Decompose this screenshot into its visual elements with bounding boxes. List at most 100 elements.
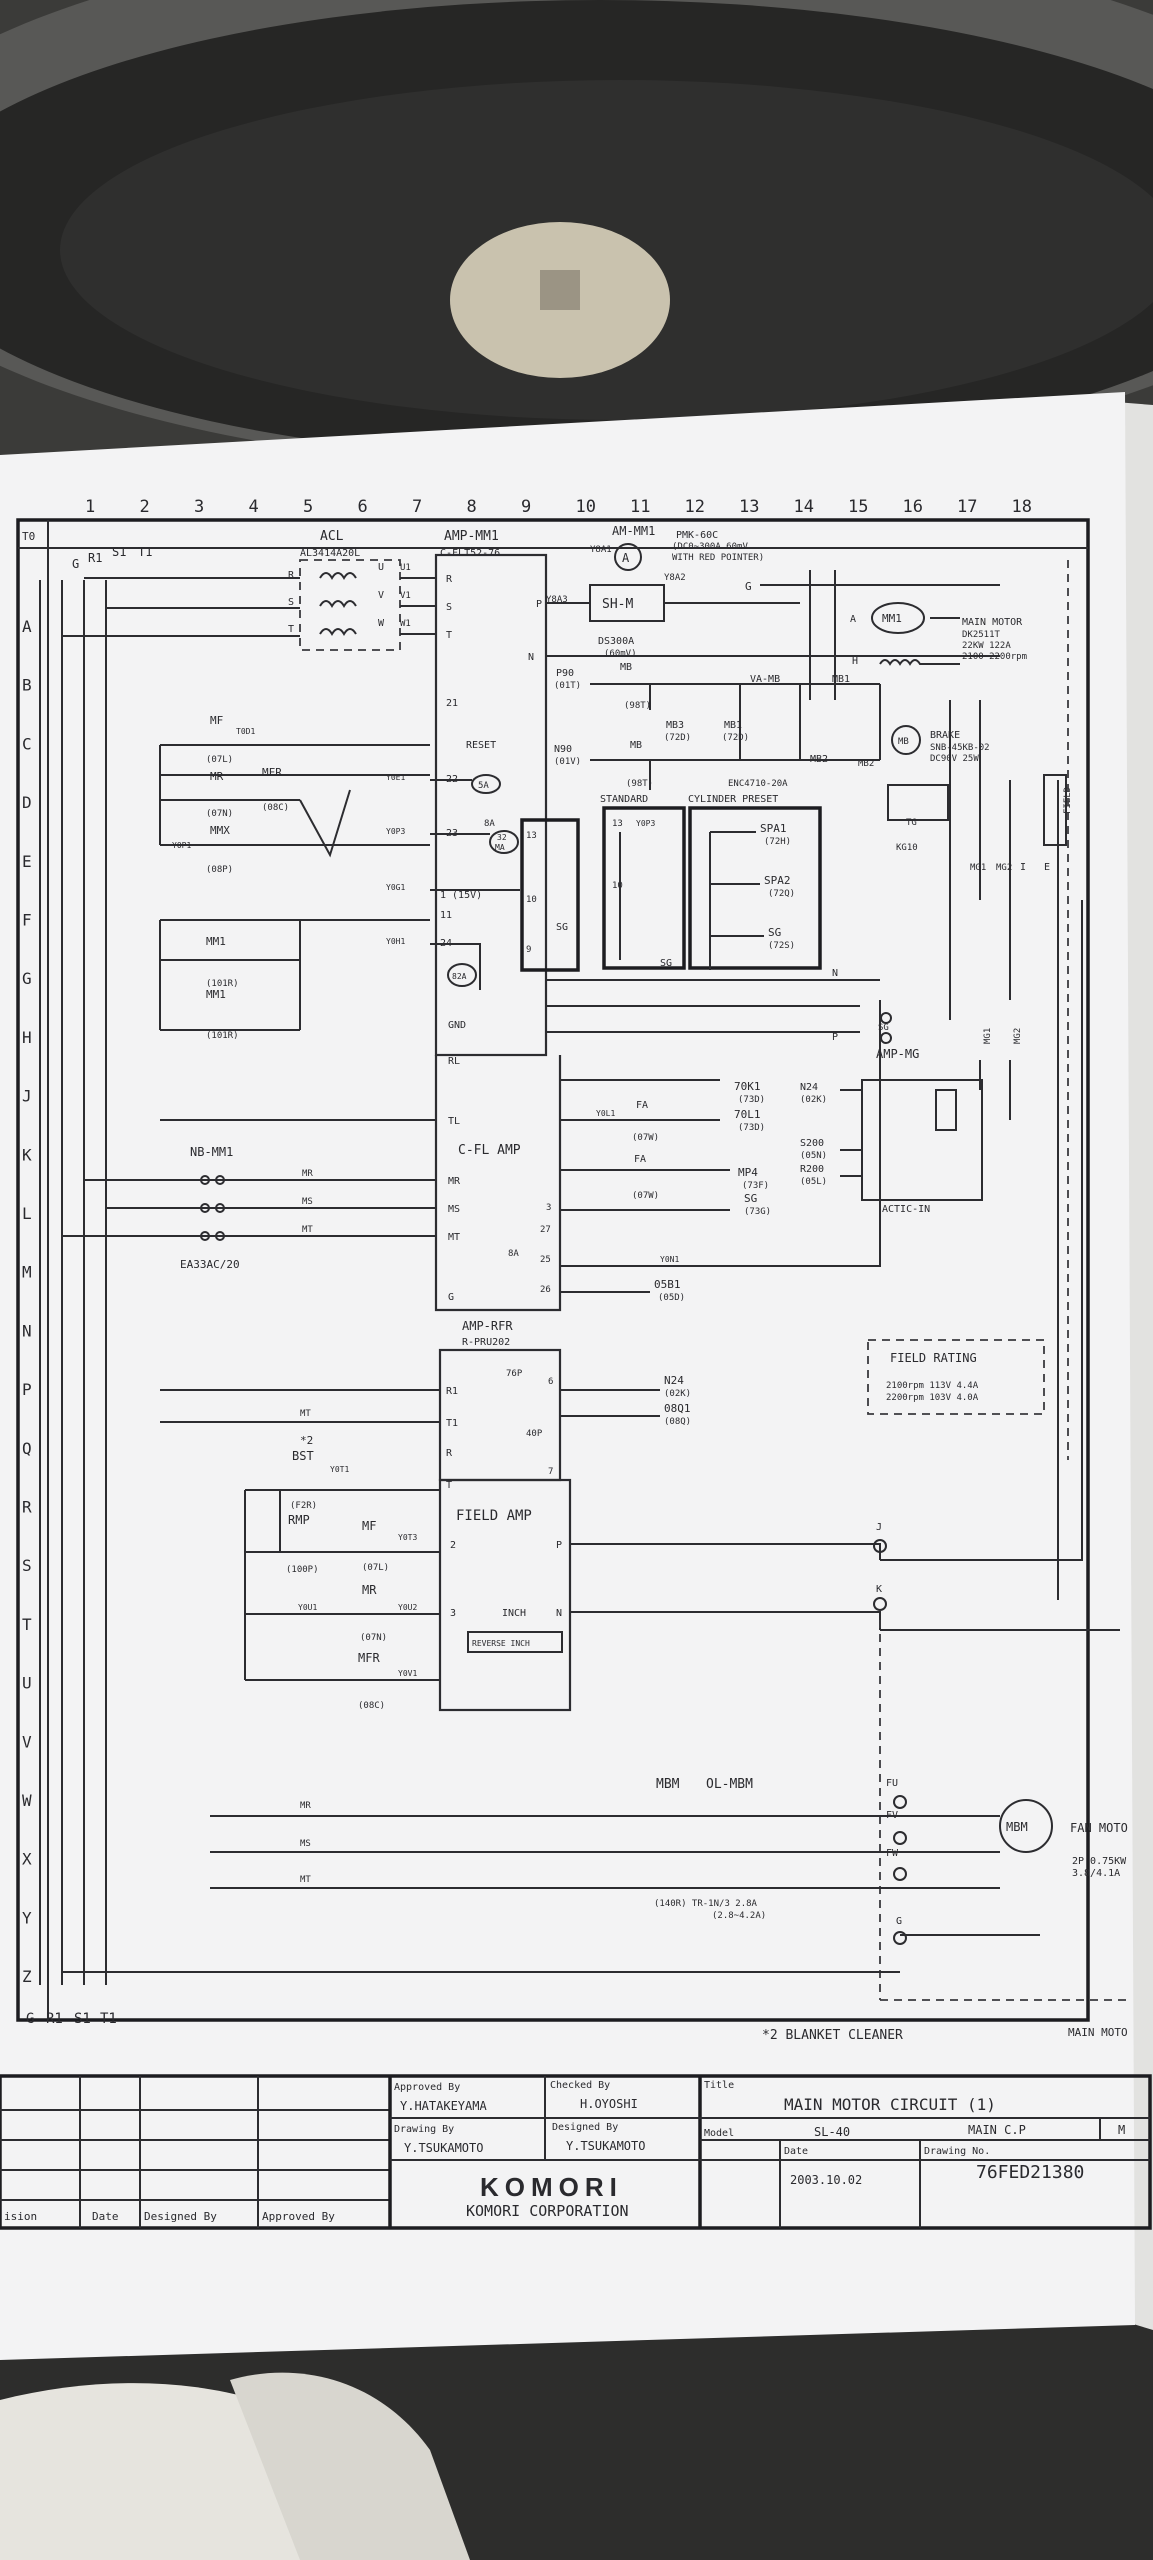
ds300a: DS300A <box>598 636 634 647</box>
row-letter: Q <box>22 1439 32 1458</box>
mr-contact: MR <box>210 770 224 783</box>
row-letter: H <box>22 1028 32 1047</box>
n90: N90 <box>554 744 572 755</box>
fan-motor-icon <box>999 1799 1053 1853</box>
mf-sub: (07L) <box>206 755 233 765</box>
out-26: 26 <box>540 1285 551 1295</box>
cfl-mr: MR <box>448 1176 461 1187</box>
amp-mg-mg1: MG1 <box>983 1028 993 1044</box>
rfr-08q1-sub: (08Q) <box>664 1417 691 1427</box>
std-10: 10 <box>612 881 623 891</box>
cfl-title: C-FL AMP <box>458 1143 521 1158</box>
rev-header-ision: ision <box>4 2210 37 2223</box>
model: SL-40 <box>814 2125 850 2139</box>
nb-ms: MS <box>302 1197 313 1207</box>
column-number: 9 <box>521 497 531 517</box>
main-motor-icon <box>871 602 925 634</box>
amp-mg-n24-sub: (02K) <box>800 1095 827 1105</box>
amp-mm1-t: T <box>446 630 452 641</box>
fan-g: G <box>896 1916 902 1927</box>
amp-mm1-part: C-FLT52-76 <box>440 548 500 559</box>
fc-bst-t: Y0T1 <box>330 1465 349 1474</box>
approved-by: Y.HATAKEYAMA <box>400 2099 487 2113</box>
mr-sub: (07N) <box>206 809 233 819</box>
brake-symbol: MB <box>898 737 909 747</box>
inner-sg: SG <box>556 922 568 933</box>
fan-line1: FAN MOTO <box>1070 1821 1128 1835</box>
acl-out-u: U <box>378 562 384 573</box>
field-rating-line2: 2200rpm 103V 4.0A <box>886 1393 979 1403</box>
fan-tr: (140R) TR-1N/3 2.8A <box>654 1899 758 1909</box>
o70k1: 70K1 <box>734 1080 761 1093</box>
column-number: 4 <box>249 497 259 517</box>
field-amp-3: 3 <box>450 1608 456 1619</box>
term-21: 21 <box>446 698 458 709</box>
motor-term-a: A <box>850 614 856 625</box>
standard-box <box>602 806 686 970</box>
tg-box <box>887 784 949 821</box>
5a-label: 5A <box>478 781 489 791</box>
y0l1: Y0L1 <box>596 1109 615 1118</box>
mb2c: MB2 <box>858 759 874 769</box>
nb-mt: MT <box>302 1225 313 1235</box>
hub-slot <box>540 270 580 310</box>
fan-fu: FU <box>886 1778 898 1789</box>
field-amp-inch: INCH <box>502 1608 526 1619</box>
mb3-sub: (72D) <box>664 733 691 743</box>
brake-line2: SNB-45KB-02 <box>930 743 990 753</box>
pmk-line2: (DC0~300A 60mV <box>672 542 748 552</box>
acl-out-v1: V1 <box>400 591 411 601</box>
drawing-by: Y.TSUKAMOTO <box>404 2141 483 2155</box>
corner-note: MAIN MOTO <box>1068 2026 1128 2039</box>
fc-rmp: RMP <box>288 1513 310 1527</box>
field-amp-p: P <box>556 1540 562 1551</box>
term-11: 11 <box>440 910 452 921</box>
fc-mr: MR <box>362 1583 377 1597</box>
row-letter: Y <box>22 1908 32 1927</box>
cyl-sg-sub: (72S) <box>768 941 795 951</box>
brake-line3: DC90V 25W <box>930 754 979 764</box>
5a-icon <box>471 774 501 794</box>
fan-olmbm: OL-MBM <box>706 1777 753 1792</box>
cyl-title: CYLINDER PRESET <box>688 794 778 805</box>
out-8a: 8A <box>508 1249 519 1259</box>
ma-label: MA <box>495 843 505 852</box>
amp-mg-n24: N24 <box>800 1082 818 1093</box>
row-letter: A <box>22 617 32 636</box>
am-mm1-title: AM-MM1 <box>612 524 655 538</box>
checked-by-label: Checked By <box>550 2080 610 2091</box>
amp-mm1-box <box>434 553 548 1057</box>
junction-i: I <box>1020 862 1026 873</box>
out-sg-sub: (73G) <box>744 1207 771 1217</box>
mm1a: MM1 <box>206 935 226 948</box>
mb1b: MB1 <box>832 674 850 685</box>
p90: P90 <box>556 668 574 679</box>
mm1b: MM1 <box>206 988 226 1001</box>
mb-label: MB <box>620 662 632 673</box>
row-letter: Z <box>22 1967 32 1986</box>
reset-label: RESET <box>466 740 496 751</box>
main-motor-line2: DK2511T <box>962 630 1001 640</box>
amp-n-term: N <box>528 652 534 663</box>
mp4-sub: (73F) <box>742 1181 769 1191</box>
drawing-no-label: Drawing No. <box>924 2146 990 2157</box>
row-letter: E <box>22 852 32 871</box>
row-letter: J <box>22 1087 32 1106</box>
title-label: Title <box>704 2080 734 2091</box>
acl-in-r: R <box>288 570 295 581</box>
fc-mr-sub: (07N) <box>360 1633 387 1643</box>
mf-contact: MF <box>210 714 223 727</box>
relay-coil-icon <box>935 1089 957 1131</box>
bus-bottom-g: G <box>26 2011 34 2027</box>
32-label: 32 <box>497 833 507 842</box>
acl-out-w: W <box>378 618 385 629</box>
main-motor-line1: MAIN MOTOR <box>962 617 1023 628</box>
cyl-box <box>688 806 822 970</box>
acl-out-v: V <box>378 590 384 601</box>
acl-title: ACL <box>320 529 344 544</box>
bus-label-t1: T1 <box>138 545 152 559</box>
fc-rmp-sub: (100P) <box>286 1565 319 1575</box>
row-letter: L <box>22 1204 32 1223</box>
amp-mg-r200: R200 <box>800 1164 824 1175</box>
